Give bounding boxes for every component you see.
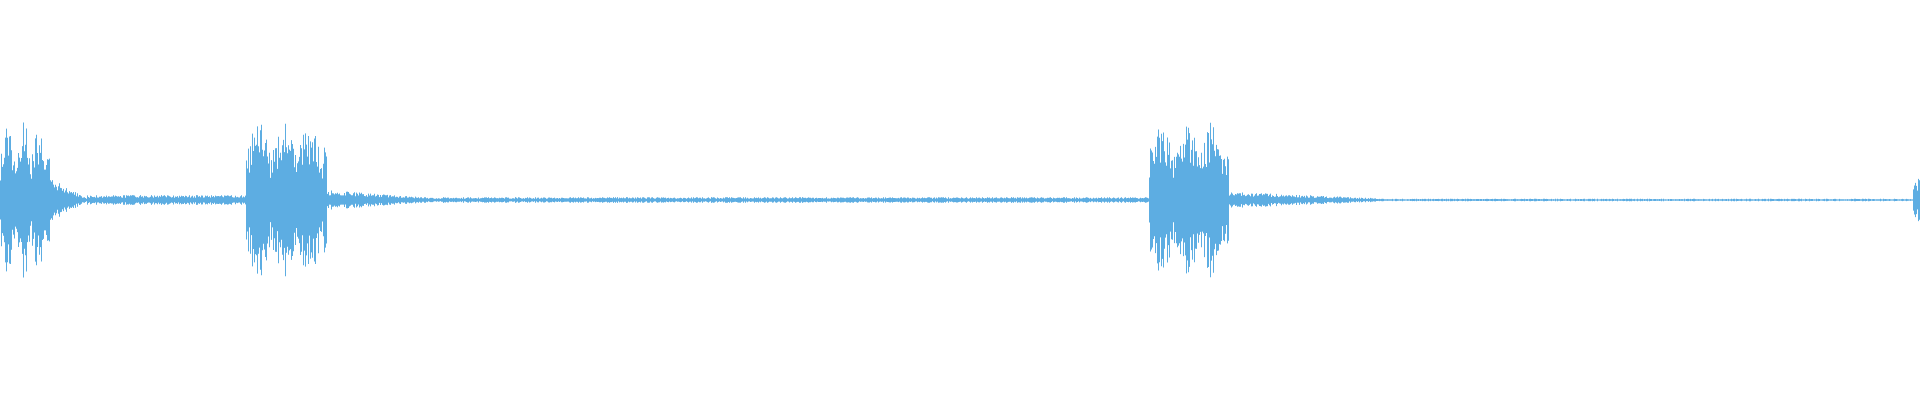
waveform-samples (0, 122, 1920, 278)
waveform-path (0, 122, 1920, 278)
